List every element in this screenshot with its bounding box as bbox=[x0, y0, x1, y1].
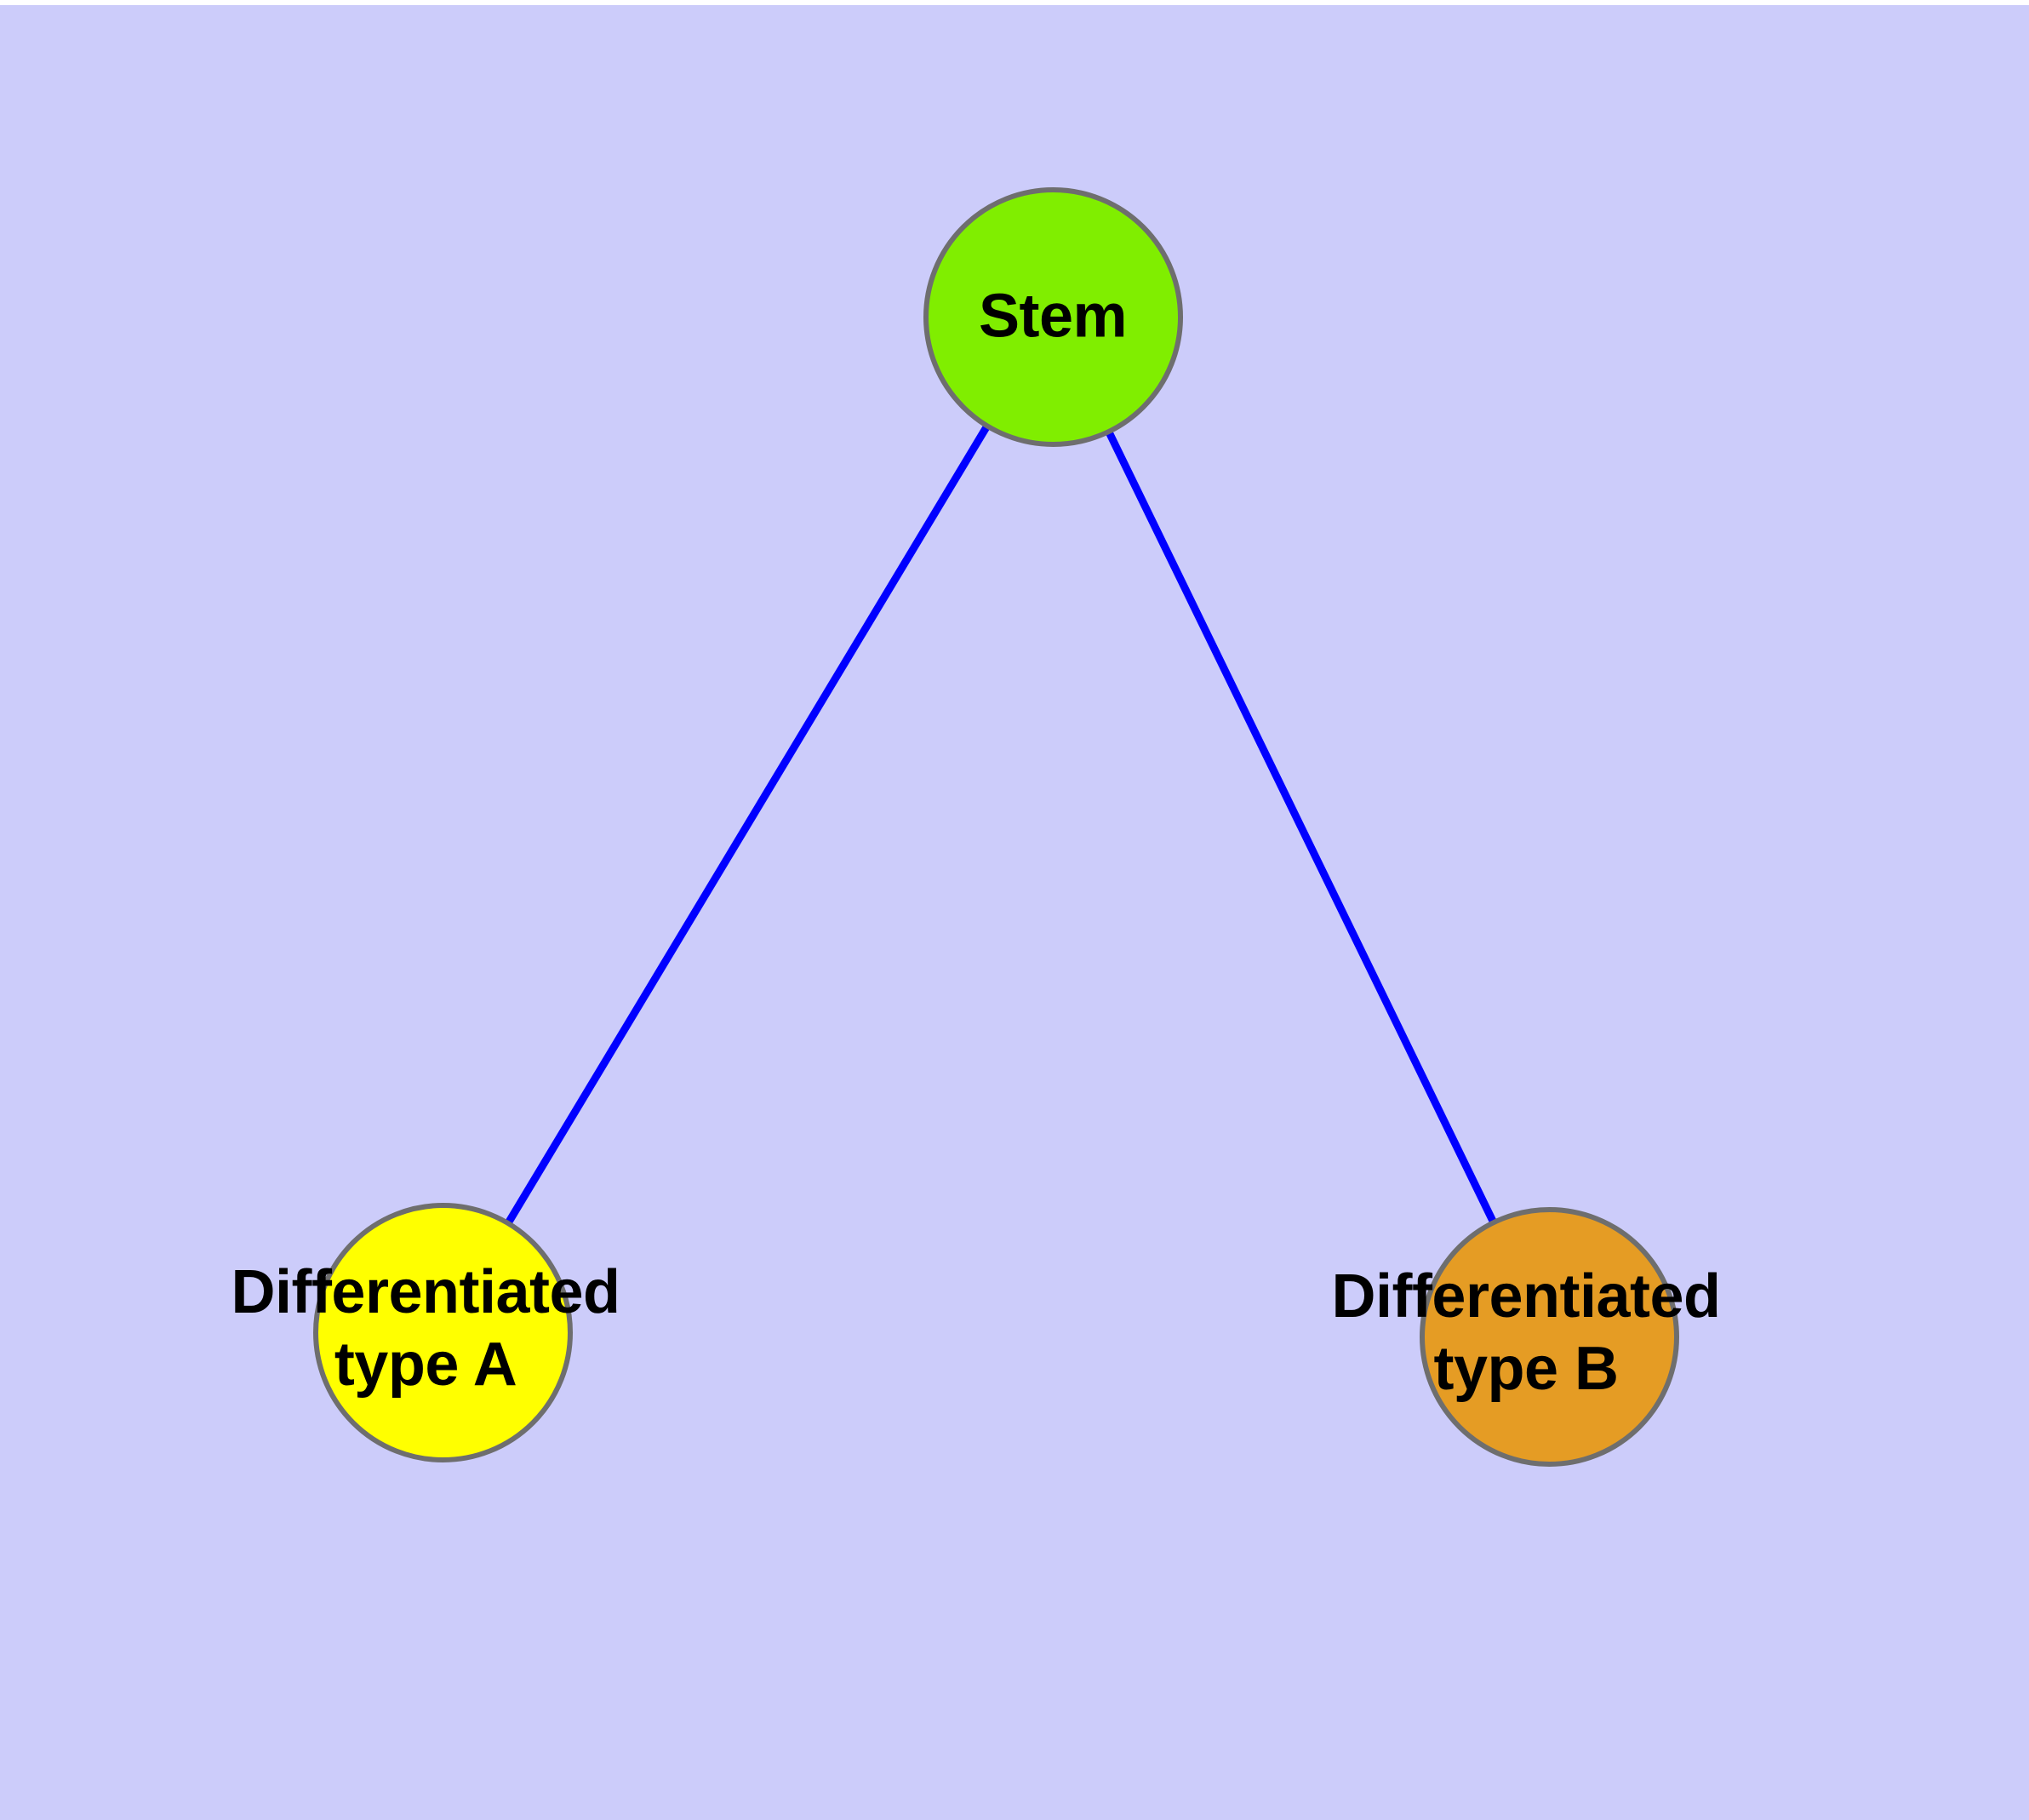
node-stem[interactable] bbox=[923, 187, 1183, 447]
canvas-top-margin bbox=[0, 0, 2029, 5]
node-differentiated-type-a[interactable] bbox=[313, 1203, 573, 1462]
edge-stem-to-diff-a bbox=[439, 314, 1056, 1335]
edge-stem-to-diff-b bbox=[1049, 315, 1553, 1338]
node-differentiated-type-b[interactable] bbox=[1420, 1207, 1679, 1467]
